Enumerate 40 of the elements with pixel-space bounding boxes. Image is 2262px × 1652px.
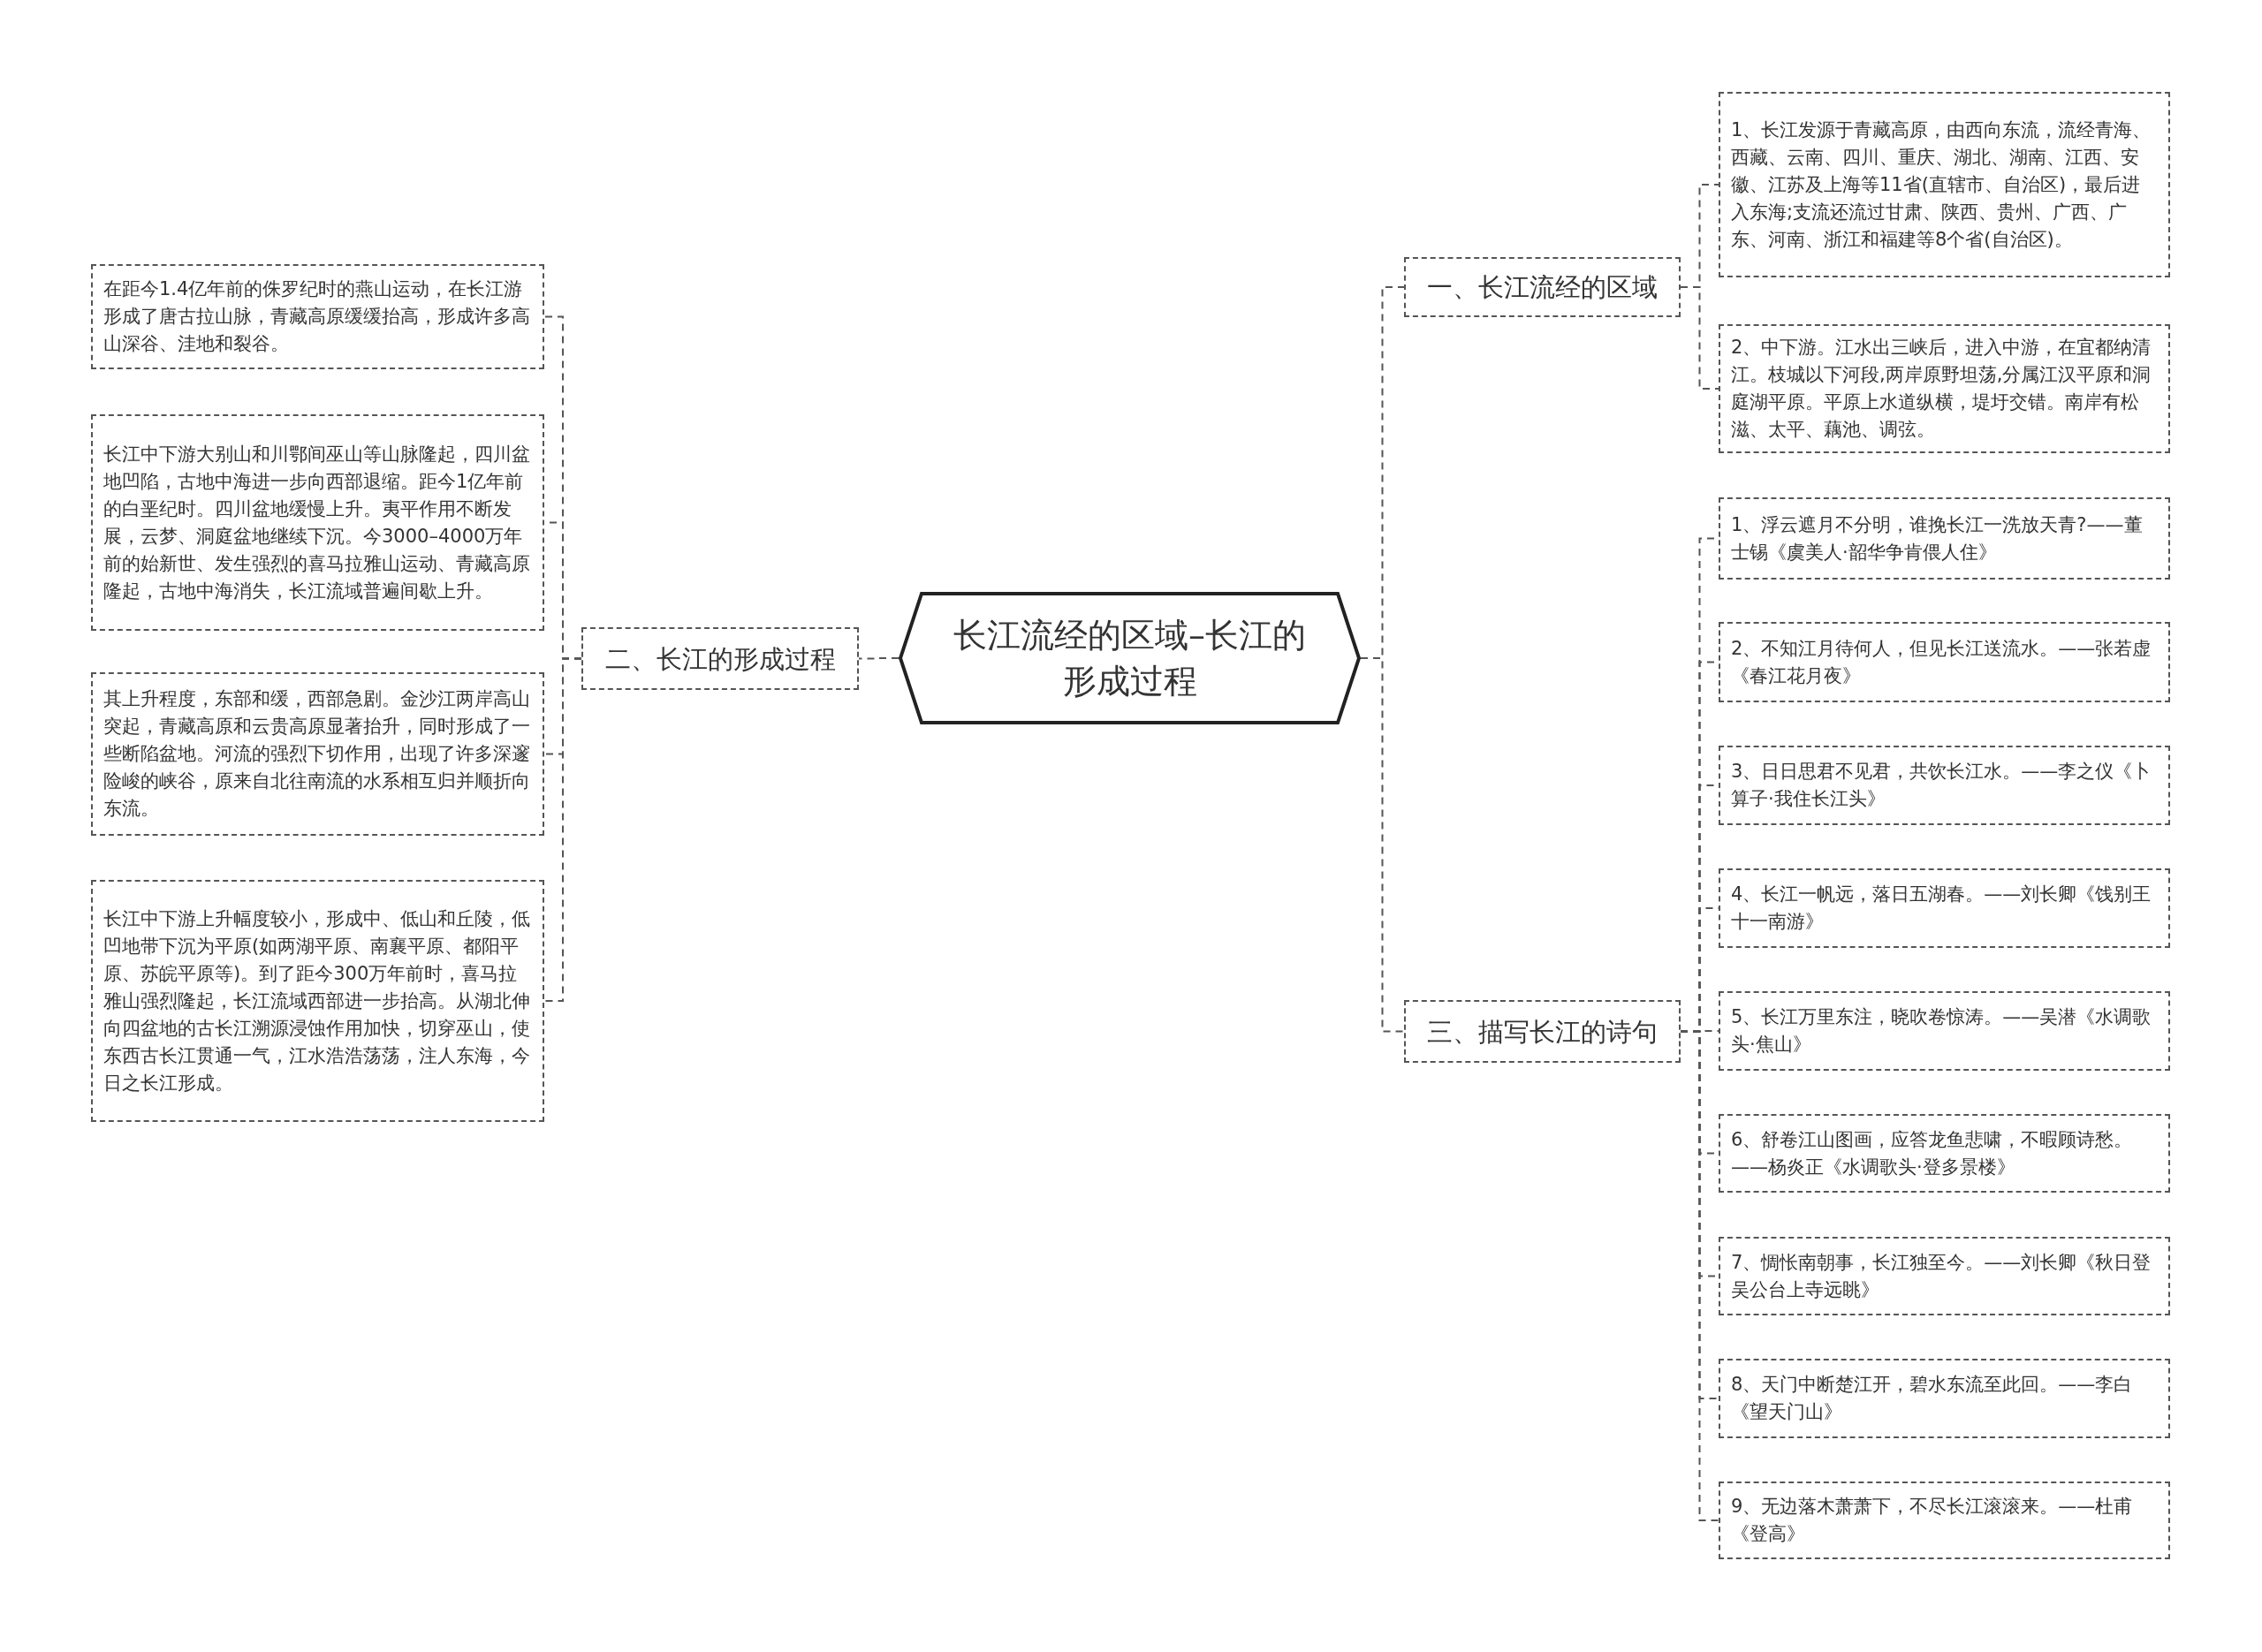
connector-line [858,657,899,660]
detail-box [91,880,544,1122]
detail-box [1719,1359,2170,1438]
detail-box [1719,991,2170,1071]
detail-box [1719,324,2170,453]
connector-line [1680,286,1719,390]
detail-box [91,672,544,836]
branch-topic-box [581,627,859,690]
detail-box [91,414,544,631]
detail-box [1719,92,2170,277]
branch-topic-text: 二、长江的形成过程 [604,642,836,675]
detail-text: 长江中下游上升幅度较小，形成中、低山和丘陵，低凹地带下沉为平原(如两湖平原、南襄平原、都阳平原、苏皖平原等)。到了距今300万年前时，喜马拉雅山强烈隆起，长江流域西部进一步抬高。从湖北伸向四盆地的古长江溯源浸蚀作用加快，切穿巫山，使东西古长江贯通一气，江水浩浩荡荡，注人东海，今日之长江形成。 [103,906,531,1095]
detail-box [1719,1481,2170,1559]
detail-text: 5、长江万里东注，晓吹卷惊涛。——吴潜《水调歌头·焦山》 [1731,1005,2152,1057]
detail-text: 1、长江发源于青藏高原，由西向东流，流经青海、西藏、云南、四川、重庆、湖北、湖南、江西、安徽、江苏及上海等11省(直辖市、自治区)，最后进入东海;支流还流过甘肃、陕西、贵州、广西、广东、河南、浙江和福建等8个省(自治区)。 [1731,117,2152,252]
detail-text: 长江中下游大别山和川鄂间巫山等山脉隆起，四川盆地凹陷，古地中海进一步向西部退缩。距今1亿年前的白垩纪时。四川盆地缓慢上升。夷平作用不断发展，云梦、洞庭盆地继续下沉。今3000–4000万年前的始新世、发生强烈的喜马拉雅山运动、青藏高原隆起，古地中海消失，长江流域普遍间歇上升。 [103,442,531,603]
detail-box [1719,868,2170,948]
detail-box [1719,497,2170,580]
branch-topic-text: 一、长江流经的区域 [1427,271,1658,303]
central-topic-text: 长江流经的区域–长江的形成过程 [953,615,1307,702]
branch-topic-box [1404,257,1681,317]
branch-topic-text: 三、描写长江的诗句 [1427,1015,1658,1048]
detail-text: 6、舒卷江山图画，应答龙鱼悲啸，不暇顾诗愁。——杨炎正《水调歌头·登多景楼》 [1731,1127,2134,1179]
detail-box [1719,746,2170,825]
detail-text: 7、惆怅南朝事，长江独至今。——刘长卿《秋日登吴公台上寺远眺》 [1731,1250,2152,1302]
detail-box [91,264,544,369]
detail-box [1719,622,2170,702]
detail-box [1719,1237,2170,1315]
detail-box [1719,1114,2170,1193]
detail-text: 2、中下游。江水出三峡后，进入中游，在宜都纳清江。枝城以下河段,两岸原野坦荡,分属江汉平原和洞庭湖平原。平原上水道纵横，堤圩交错。南岸有松滋、太平、藕池、调弦。 [1731,336,2152,442]
detail-text: 其上升程度，东部和缓，西部急剧。金沙江两岸高山突起，青藏高原和云贵高原显著抬升，同时形成了一些断陷盆地。河流的强烈下切作用，出现了许多深邃险峻的峡谷，原来自北往南流的水系相互归并顺折向东流。 [103,687,531,821]
detail-text: 4、长江一帆远，落日五湖春。——刘长卿《饯别王十一南游》 [1731,883,2152,934]
detail-text: 在距今1.4亿年前的侏罗纪时的燕山运动，在长江游形成了唐古拉山脉，青藏高原缓缓抬高，形成许多高山深谷、洼地和裂谷。 [103,277,531,356]
detail-text: 8、天门中断楚江开，碧水东流至此回。——李白《望天门山》 [1731,1373,2134,1424]
detail-text: 1、浮云遮月不分明，谁挽长江一洗放天青?——董士锡《虞美人·韶华争肯偎人住》 [1731,512,2144,565]
connector-line [543,657,582,1002]
detail-text: 2、不知江月待何人，但见长江送流水。——张若虚《春江花月夜》 [1731,636,2152,688]
detail-text: 3、日日思君不见君，共饮长江水。——李之仪《卜算子·我住长江头》 [1731,760,2152,811]
detail-text: 9、无边落木萧萧下，不尽长江滚滚来。——杜甫《登高》 [1731,1495,2134,1546]
branch-topic-box [1404,1000,1681,1063]
